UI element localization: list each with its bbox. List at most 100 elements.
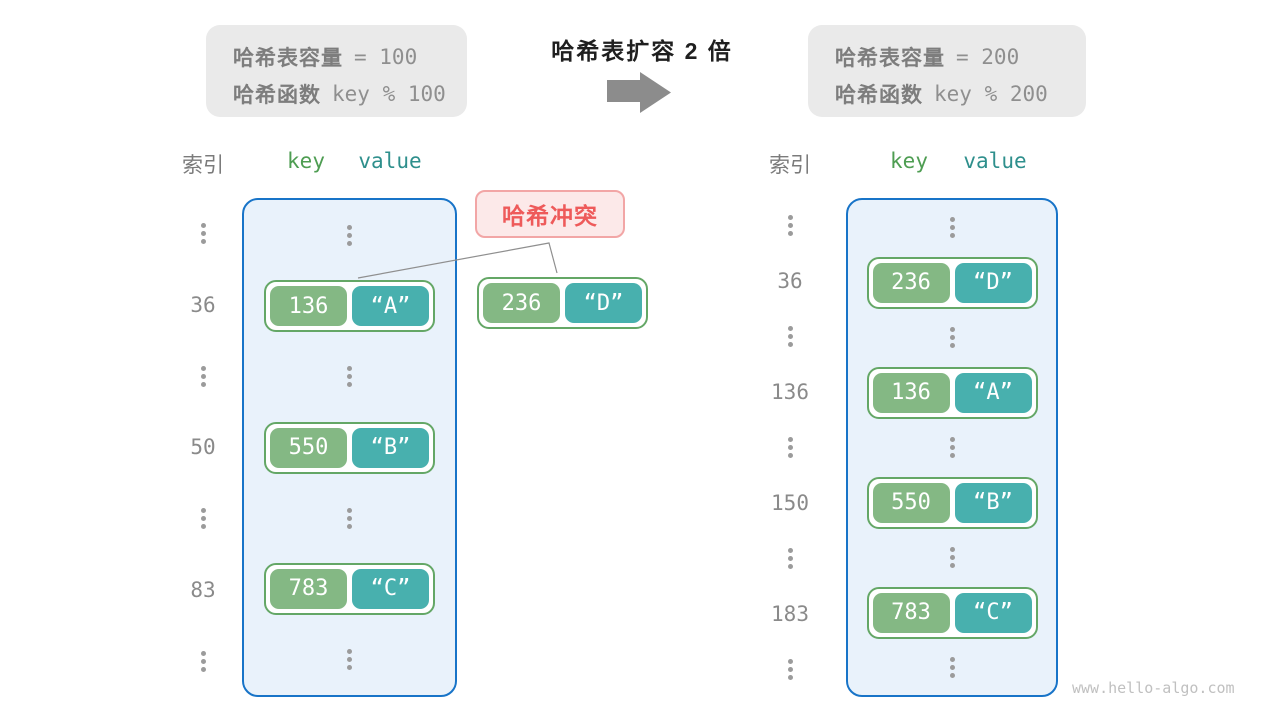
bucket-slot xyxy=(244,200,455,271)
transition-title: 哈希表扩容 2 倍 xyxy=(551,38,733,64)
ellipsis-dots xyxy=(787,436,793,458)
bucket-slot xyxy=(848,420,1056,475)
ellipsis-dots xyxy=(787,215,793,237)
entry-value: “A” xyxy=(954,372,1032,413)
ellipsis-dots xyxy=(200,223,206,245)
index-cell xyxy=(752,309,828,364)
bucket-slot: 136“A” xyxy=(848,365,1056,420)
entry-box-floating: 236 “D” xyxy=(477,277,648,329)
capacity-value: = 100 xyxy=(354,44,418,69)
entry-key: 236 xyxy=(483,283,560,323)
entry-box: 136“A” xyxy=(264,280,435,333)
index-cell xyxy=(170,198,236,269)
entry-value: “B” xyxy=(352,427,429,468)
entry-key: 236 xyxy=(872,262,950,303)
bucket-slot: 550“B” xyxy=(244,412,455,483)
index-column-header-right: 索引 xyxy=(769,154,811,177)
entry-value: “C” xyxy=(954,592,1032,633)
hash-function-label: 哈希函数 xyxy=(835,83,923,107)
entry-value: “D” xyxy=(954,262,1032,303)
hash-function-line: 哈希函数 key % 200 xyxy=(835,75,1086,112)
index-cell: 36 xyxy=(752,253,828,308)
entry-key: 550 xyxy=(270,427,347,468)
entry-value: “B” xyxy=(954,482,1032,523)
index-cell xyxy=(170,341,236,412)
bucket-container-left: 136“A” 550“B” 783“C” xyxy=(242,198,457,697)
hash-function-value: key % 200 xyxy=(934,81,1048,106)
entry-box: 236“D” xyxy=(866,256,1038,309)
index-cell: 83 xyxy=(170,554,236,625)
bucket-slot: 236“D” xyxy=(848,255,1056,310)
bucket-slot: 783“C” xyxy=(848,585,1056,640)
entry-value: “D” xyxy=(565,283,642,323)
ellipsis-dots xyxy=(787,658,793,680)
entry-key: 136 xyxy=(270,286,347,327)
ellipsis-dots xyxy=(347,224,352,246)
index-cell: 150 xyxy=(752,475,828,530)
capacity-label: 哈希表容量 xyxy=(233,46,343,70)
bucket-slot xyxy=(848,530,1056,585)
bucket-slot xyxy=(848,310,1056,365)
right-arrow-icon xyxy=(607,72,671,113)
key-column-header-right: key xyxy=(890,149,928,173)
watermark: www.hello-algo.com xyxy=(1072,679,1235,697)
collision-callout: 哈希冲突 xyxy=(475,190,625,238)
ellipsis-dots xyxy=(200,650,206,672)
entry-box: 783“C” xyxy=(264,562,435,615)
index-number: 50 xyxy=(190,435,216,460)
index-cell xyxy=(752,420,828,475)
bucket-slot: 136“A” xyxy=(244,271,455,342)
ellipsis-dots xyxy=(949,657,955,678)
index-cell: 136 xyxy=(752,364,828,419)
capacity-info-before: 哈希表容量 = 100 哈希函数 key % 100 xyxy=(206,25,467,117)
capacity-info-after: 哈希表容量 = 200 哈希函数 key % 200 xyxy=(808,25,1086,117)
entry-key: 783 xyxy=(270,568,347,609)
index-column-header-left: 索引 xyxy=(182,154,224,177)
index-cell: 36 xyxy=(170,269,236,340)
hash-function-value: key % 100 xyxy=(332,81,446,106)
ellipsis-dots xyxy=(949,217,955,238)
bucket-slot: 783“C” xyxy=(244,554,455,625)
index-number: 136 xyxy=(771,380,809,405)
bucket-slot xyxy=(848,200,1056,255)
index-cell: 183 xyxy=(752,586,828,641)
index-number: 150 xyxy=(771,490,809,515)
bucket-slot xyxy=(848,640,1056,695)
ellipsis-dots xyxy=(347,507,352,529)
entry-box: 550“B” xyxy=(264,421,435,474)
capacity-label: 哈希表容量 xyxy=(835,46,945,70)
index-column-right: 36 136 150 183 xyxy=(752,198,828,697)
index-cell xyxy=(752,198,828,253)
bucket-slot xyxy=(244,341,455,412)
index-cell xyxy=(170,483,236,554)
hash-function-label: 哈希函数 xyxy=(233,83,321,107)
entry-key: 783 xyxy=(872,592,950,633)
entry-box: 783“C” xyxy=(866,586,1038,639)
bucket-slot: 550“B” xyxy=(848,475,1056,530)
entry-value: “C” xyxy=(352,568,429,609)
entry-box: 550“B” xyxy=(866,476,1038,529)
index-column-left: 36 50 83 xyxy=(170,198,236,697)
value-column-header-right: value xyxy=(963,149,1027,173)
capacity-value: = 200 xyxy=(956,44,1020,69)
capacity-line: 哈希表容量 = 200 xyxy=(835,38,1086,75)
index-cell xyxy=(170,626,236,697)
bucket-slot xyxy=(244,483,455,554)
ellipsis-dots xyxy=(200,508,206,530)
ellipsis-dots xyxy=(787,326,793,348)
ellipsis-dots xyxy=(347,366,352,388)
ellipsis-dots xyxy=(787,547,793,569)
ellipsis-dots xyxy=(200,365,206,387)
index-cell xyxy=(752,642,828,697)
entry-value: “A” xyxy=(352,286,429,327)
bucket-container-right: 236“D” 136“A” 550“B” 783“C” xyxy=(846,198,1058,697)
index-cell xyxy=(752,531,828,586)
ellipsis-dots xyxy=(949,437,955,458)
entry-key: 136 xyxy=(872,372,950,413)
index-cell: 50 xyxy=(170,412,236,483)
index-number: 83 xyxy=(190,578,216,603)
entry-key: 550 xyxy=(872,482,950,523)
index-number: 36 xyxy=(190,292,216,317)
value-column-header-left: value xyxy=(358,149,422,173)
